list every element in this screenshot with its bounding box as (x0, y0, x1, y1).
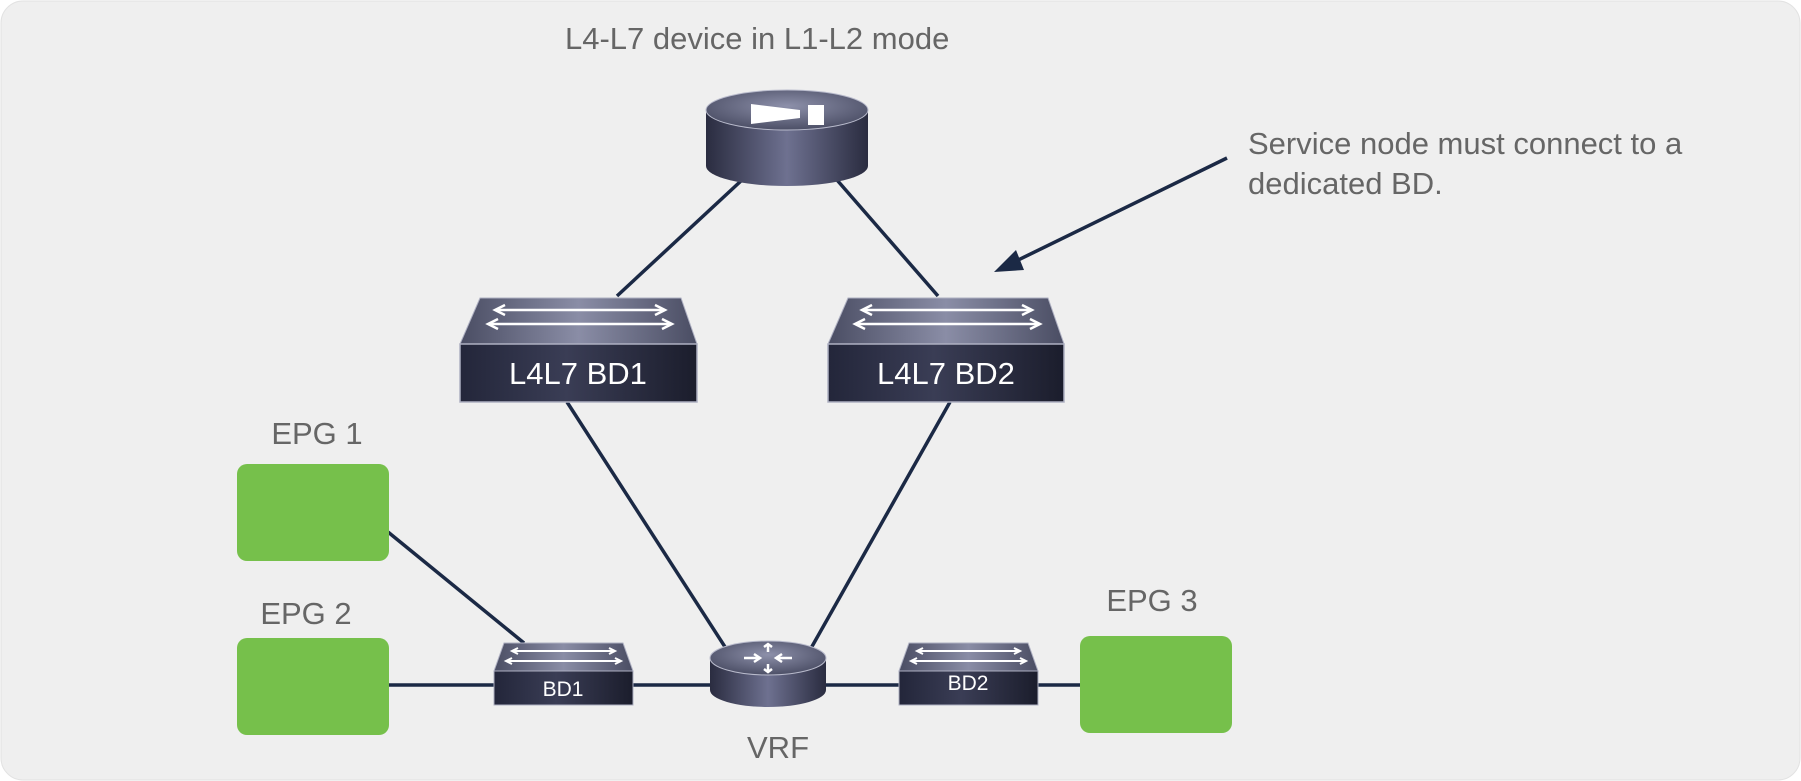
links (386, 178, 1082, 687)
l4l7-bd2-switch (827, 297, 1065, 403)
l4l7-bd1-switch (459, 297, 698, 403)
l4l7-bd1-label: L4L7 BD1 (509, 356, 647, 391)
l4l7-bd2-label: L4L7 BD2 (877, 356, 1015, 391)
link-device-bd2 (835, 178, 940, 298)
annotation-arrow (994, 156, 1228, 272)
epg3-label: EPG 3 (1106, 583, 1197, 618)
bd2-switch (898, 642, 1039, 706)
link-device-bd1 (615, 178, 744, 298)
device-label: L4-L7 device in L1-L2 mode (565, 21, 949, 56)
link-epg1-bd1 (386, 530, 526, 645)
bd1-switch (493, 642, 634, 706)
link-l4l7bd2-vrf (808, 401, 952, 651)
annotation-line1: Service node must connect to a (1248, 126, 1683, 161)
epg1-label: EPG 1 (271, 416, 362, 451)
vrf-label: VRF (747, 730, 809, 765)
epg1-box (237, 464, 389, 561)
l4l7-device-icon (705, 89, 869, 186)
bd2-label: BD2 (948, 672, 989, 695)
bd1-label: BD1 (543, 678, 584, 701)
epg2-label: EPG 2 (260, 596, 351, 631)
vrf-router-icon (709, 640, 827, 707)
link-l4l7bd1-vrf (565, 401, 729, 651)
annotation-line2: dedicated BD. (1248, 166, 1443, 201)
epg3-box (1080, 636, 1232, 733)
epg2-box (237, 638, 389, 735)
